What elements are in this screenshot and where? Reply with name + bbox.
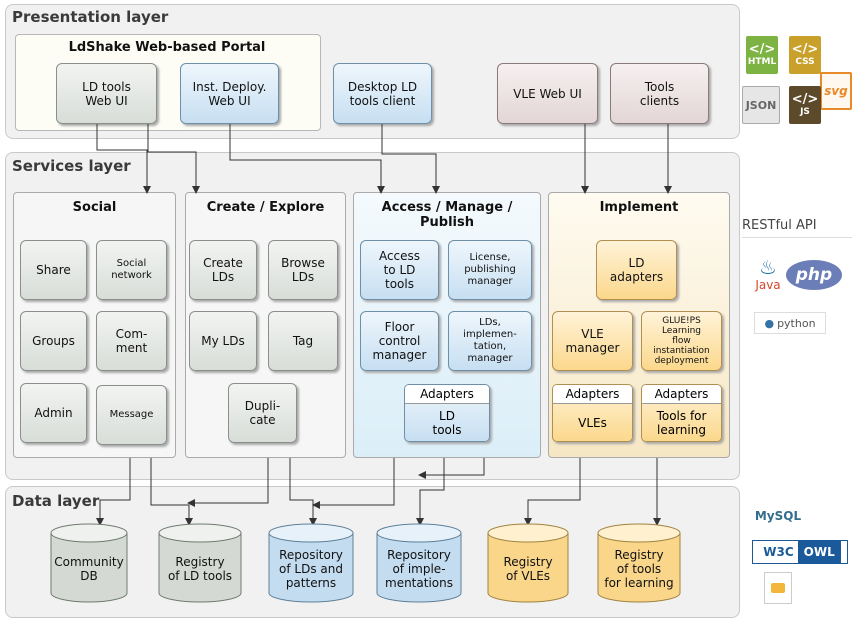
registry-vles-label: Registry of VLEs: [503, 555, 553, 583]
mysql-logo-icon: MySQL: [750, 502, 806, 530]
community-db-label: Community DB: [54, 555, 124, 583]
glueps-box: GLUE!PS Learning flow instantiation depl…: [641, 311, 722, 371]
share-box: Share: [20, 240, 87, 300]
ld-tools-web-ui: LD tools Web UI: [56, 63, 157, 124]
js-file-icon: </> JS: [789, 86, 821, 124]
repo-lds-label: Repository of LDs and patterns: [279, 548, 343, 590]
my-lds-box: My LDs: [189, 311, 257, 371]
impl-manager-box: LDs, implemen- tation, manager: [448, 311, 532, 371]
svg-file-icon: svg: [820, 72, 852, 110]
message-box: Message: [96, 385, 167, 445]
html-file-icon: </> HTML: [746, 36, 778, 74]
desktop-ld-tools-client: Desktop LD tools client: [333, 63, 432, 124]
adapters-ld-tools-body: LD tools: [432, 409, 462, 437]
python-label: python: [777, 316, 816, 330]
registry-tools-cylinder: Registry of tools for learning: [597, 523, 681, 603]
duplicate-box: Dupli- cate: [228, 383, 297, 443]
registry-ld-tools-label: Registry of LD tools: [167, 555, 233, 583]
mysql-label: MySQL: [754, 509, 802, 523]
folder-glyph: [771, 583, 785, 593]
folder-tree-icon: [764, 572, 792, 604]
owl-label: OWL: [797, 541, 841, 563]
python-logo-icon: ● python: [754, 312, 826, 334]
registry-tools-label: Registry of tools for learning: [604, 548, 674, 590]
vle-web-ui: VLE Web UI: [497, 63, 598, 124]
community-db-cylinder: Community DB: [50, 523, 128, 603]
floor-control-box: Floor control manager: [360, 311, 439, 371]
adapters-vles: Adapters VLEs: [552, 384, 633, 442]
php-label: php: [795, 265, 833, 285]
js-code-glyph: </>: [791, 92, 819, 107]
w3c-label: W3C: [759, 545, 798, 559]
restful-api-label: RESTful API: [742, 218, 852, 238]
w3c-owl-logo-icon: W3C OWL: [752, 540, 848, 564]
data-layer-title: Data layer: [12, 492, 100, 510]
license-manager-box: License, publishing manager: [448, 240, 532, 300]
groups-box: Groups: [20, 311, 87, 371]
create-panel-title: Create / Explore: [206, 200, 325, 215]
registry-ld-tools-cylinder: Registry of LD tools: [158, 523, 242, 603]
comment-box: Com- ment: [96, 311, 167, 371]
css-code-glyph: </>: [791, 42, 819, 57]
services-layer-title: Services layer: [12, 157, 131, 175]
adapters-ld-tools-header: Adapters: [405, 385, 489, 404]
vle-manager-box: VLE manager: [552, 311, 633, 371]
json-label: JSON: [745, 98, 777, 112]
php-logo-icon: php: [786, 260, 842, 290]
browse-lds-box: Browse LDs: [268, 240, 338, 300]
access-ld-tools-box: Access to LD tools: [360, 240, 439, 300]
adapters-tools-header: Adapters: [642, 385, 721, 404]
social-panel-title: Social: [72, 200, 117, 215]
presentation-layer-title: Presentation layer: [12, 8, 169, 26]
python-snake-glyph: ●: [764, 316, 775, 330]
ld-adapters-box: LD adapters: [596, 240, 677, 300]
portal-title: LdShake Web-based Portal: [68, 40, 266, 55]
java-label: Java: [755, 278, 781, 292]
css-label: CSS: [795, 57, 815, 67]
css-file-icon: </> CSS: [789, 36, 821, 74]
registry-vles-cylinder: Registry of VLEs: [487, 523, 569, 603]
adapters-vles-body: VLEs: [578, 416, 607, 430]
access-panel-title: Access / Manage / Publish: [381, 200, 513, 230]
html-label: HTML: [747, 57, 777, 67]
js-label: JS: [800, 107, 810, 117]
tools-clients: Tools clients: [610, 63, 709, 124]
adapters-tools-body: Tools for learning: [656, 409, 707, 437]
adapters-vles-header: Adapters: [553, 385, 632, 404]
java-logo-icon: ♨ Java: [752, 248, 784, 300]
html-code-glyph: </>: [748, 42, 776, 57]
adapters-tools: Adapters Tools for learning: [641, 384, 722, 442]
implement-panel-title: Implement: [599, 200, 679, 215]
repo-lds-cylinder: Repository of LDs and patterns: [268, 523, 354, 603]
java-cup-glyph: ♨: [759, 255, 777, 279]
tag-box: Tag: [268, 311, 338, 371]
svg-label: svg: [824, 84, 848, 98]
admin-box: Admin: [20, 383, 87, 443]
inst-deploy-web-ui: Inst. Deploy. Web UI: [180, 63, 279, 124]
json-file-icon: JSON: [742, 86, 780, 124]
adapters-ld-tools: Adapters LD tools: [404, 384, 490, 442]
repo-impl-cylinder: Repository of imple- mentations: [376, 523, 462, 603]
repo-impl-label: Repository of imple- mentations: [385, 548, 453, 590]
create-lds-box: Create LDs: [189, 240, 257, 300]
social-network-box: Social network: [96, 240, 167, 300]
